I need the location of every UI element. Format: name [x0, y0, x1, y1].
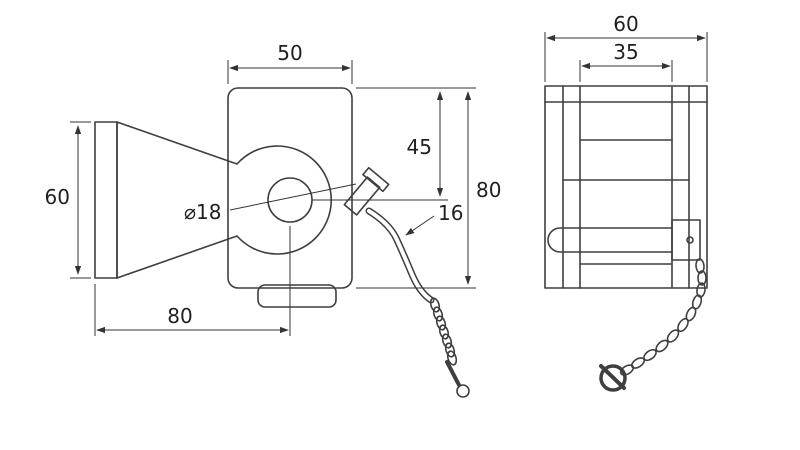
- side-view: 50 45 80 60: [45, 41, 501, 398]
- shank-end-cap: [94, 121, 118, 279]
- front-view-dimensions: 60 35: [544, 12, 708, 82]
- pin-head: [362, 166, 390, 193]
- pin-clip-hole: [686, 236, 694, 244]
- linch-pin-ring: [456, 384, 470, 398]
- pin-shaft: [343, 176, 381, 216]
- chain-link: [446, 350, 458, 366]
- callout-hole-diameter: ⌀18: [184, 183, 357, 224]
- dim-label-inner-width: 35: [613, 40, 638, 64]
- chain-link: [444, 342, 456, 358]
- pin-shaft-front: [547, 227, 673, 253]
- chain-link: [429, 297, 441, 313]
- chain-side: [429, 297, 470, 398]
- dim-hole-offset: 45: [312, 87, 476, 201]
- dim-label-hole-offset: 45: [407, 135, 432, 159]
- chain-link: [697, 270, 707, 286]
- linch-pin-front: [599, 364, 626, 390]
- dim-inner-width: 35: [579, 40, 673, 82]
- chain-link: [630, 357, 646, 369]
- side-view-outline: [94, 87, 353, 308]
- chain-link: [677, 317, 689, 333]
- front-view-outline: [544, 85, 708, 289]
- callout-pin-diameter: 16: [405, 201, 463, 236]
- dim-label-shank-height: 60: [45, 185, 70, 209]
- hitch-pin-front: [547, 219, 701, 261]
- lower-tab: [257, 284, 337, 308]
- front-view: 60 35: [544, 12, 708, 392]
- chain-front: [599, 258, 707, 392]
- dim-shank-height: 60: [45, 121, 91, 279]
- dim-plate-width: 50: [227, 41, 353, 84]
- leader-line: [405, 215, 435, 236]
- hitch-pin-side: [343, 166, 435, 304]
- pin-head-front: [671, 219, 701, 261]
- pin-body: [343, 166, 390, 216]
- chain-link: [435, 315, 447, 331]
- dim-label-outer-width: 60: [613, 12, 638, 36]
- dim-length-to-hole: 80: [94, 226, 291, 336]
- chain-link: [432, 306, 444, 322]
- pin-hole: [267, 177, 313, 223]
- tow-eye-body: [116, 121, 332, 279]
- chain-link: [655, 339, 669, 353]
- dim-label-length-to-hole: 80: [167, 304, 192, 328]
- dim-label-pin-diameter: 16: [438, 201, 463, 225]
- chain-link: [619, 364, 635, 376]
- dim-overall-height: 80: [356, 91, 501, 289]
- leader-line: [229, 183, 357, 211]
- dim-label-overall-height: 80: [476, 178, 501, 202]
- pin-handle-inner: [367, 209, 433, 302]
- dim-label-plate-width: 50: [277, 41, 302, 65]
- chain-end-ring: [599, 364, 627, 392]
- side-view-dimensions: 50 45 80 60: [45, 41, 501, 336]
- chain-link: [438, 324, 450, 340]
- chain-link: [666, 329, 680, 343]
- chain-link: [441, 333, 453, 349]
- bracket-outer: [544, 85, 708, 289]
- chain-link: [695, 258, 705, 274]
- dim-outer-width: 60: [544, 12, 708, 82]
- dim-label-hole-diameter: ⌀18: [184, 200, 222, 224]
- linch-pin: [445, 360, 461, 387]
